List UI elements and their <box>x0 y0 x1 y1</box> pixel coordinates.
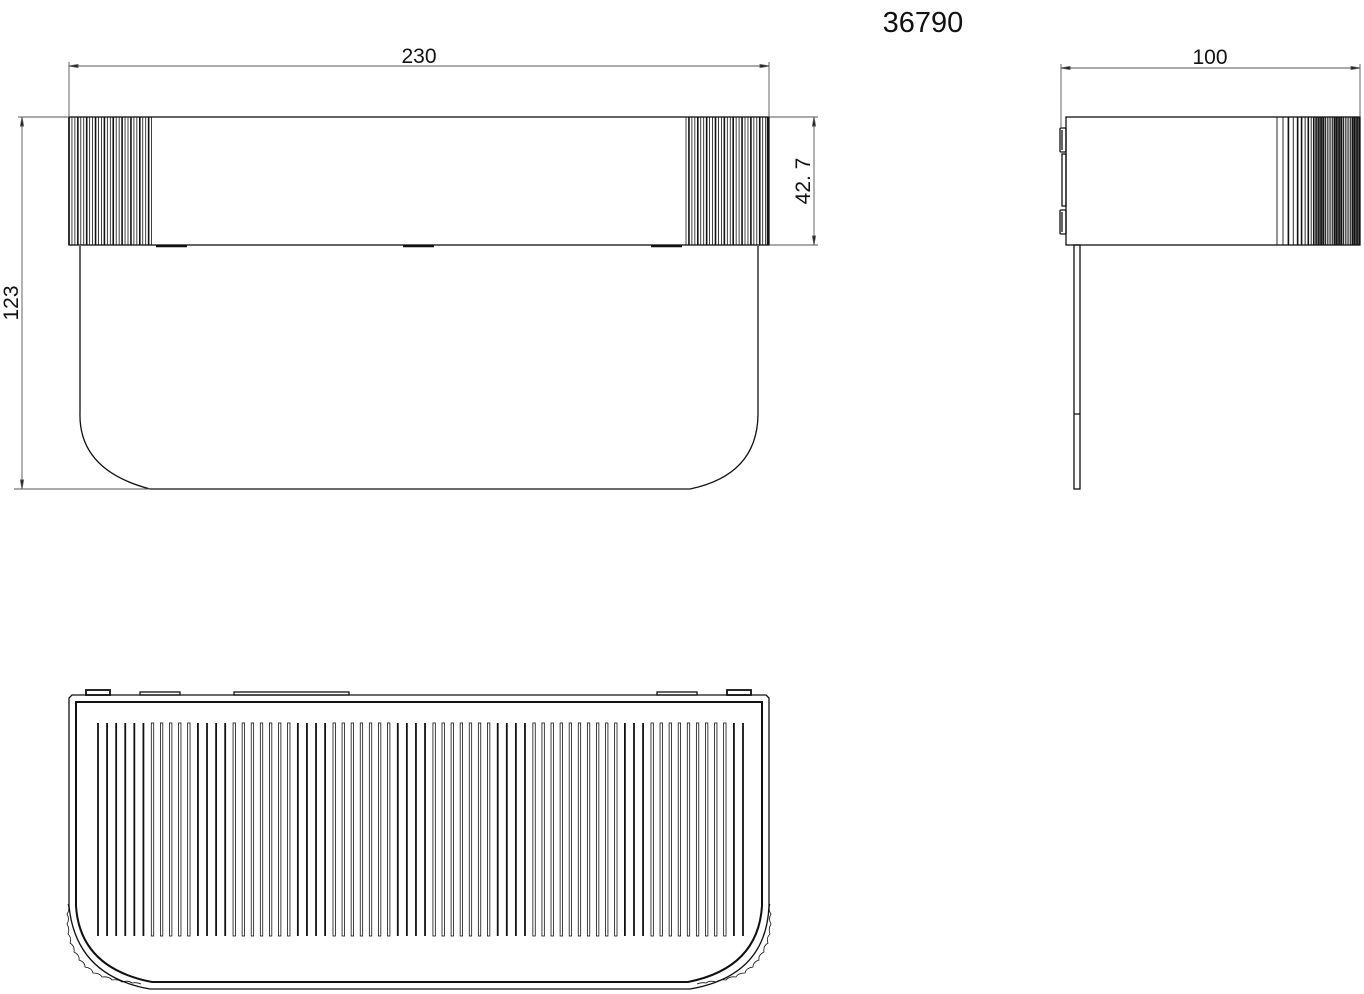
rib-outline <box>159 722 164 937</box>
front-left-ribbed-end <box>68 117 153 245</box>
rib-outline <box>586 722 591 937</box>
rib-outline <box>650 722 654 937</box>
rib-outline <box>387 722 391 937</box>
rib-outline <box>668 722 672 937</box>
side-bracket-mid <box>1061 153 1067 207</box>
side-bracket-bottom <box>1059 209 1067 235</box>
rib-outline <box>232 722 236 937</box>
side-view <box>1059 116 1361 490</box>
rib-outline <box>468 722 473 937</box>
rib-outline <box>178 722 182 937</box>
rib-outline <box>686 722 691 937</box>
plan-tab-right-small <box>726 689 752 696</box>
rib-outline <box>341 722 345 937</box>
plan-tab-left-small <box>85 689 111 696</box>
dim-height-total-label: 123 <box>0 285 23 320</box>
rib-outline <box>241 722 245 937</box>
rib-outline <box>350 722 354 937</box>
plan-drainage-ribs <box>97 722 744 937</box>
side-dimensions <box>1060 64 1361 128</box>
rib-outline <box>532 722 536 937</box>
rib-outline <box>459 722 463 937</box>
rib-outline <box>368 722 373 937</box>
rib-outline <box>705 722 709 937</box>
front-dimensions <box>14 62 818 490</box>
rib-outline <box>150 722 155 937</box>
rib-outline <box>568 722 572 937</box>
rib-outline <box>250 722 255 937</box>
rib-outline <box>187 722 191 937</box>
dim-depth-label: 100 <box>1192 46 1227 69</box>
dim-band-height-label: 42. 7 <box>792 158 815 205</box>
rib-outline <box>477 722 482 937</box>
rib-outline <box>714 722 718 937</box>
rib-outline <box>441 722 445 937</box>
plan-view <box>66 689 772 990</box>
front-back-plate <box>79 246 759 490</box>
rib-outline <box>659 722 663 937</box>
rib-outline <box>378 722 382 937</box>
rib-outline <box>677 722 682 937</box>
side-ribbed-end <box>1276 117 1361 245</box>
side-back-plate <box>1073 244 1081 490</box>
rib-outline <box>559 722 563 937</box>
plan-inner-rim <box>75 701 763 983</box>
front-right-ribbed-end <box>685 117 770 245</box>
rib-outline <box>278 722 282 937</box>
rib-outline <box>541 722 545 937</box>
rib-outline <box>596 722 600 937</box>
front-band-outline <box>68 116 770 246</box>
front-view <box>68 116 770 490</box>
rib-outline <box>332 722 336 937</box>
rib-outline <box>359 722 364 937</box>
part-number: 36790 <box>883 7 964 39</box>
rib-outline <box>614 722 618 937</box>
rib-outline <box>487 722 491 937</box>
rib-outline <box>259 722 264 937</box>
rib-outline <box>287 722 291 937</box>
side-bracket-top <box>1059 127 1067 153</box>
rib-outline <box>695 722 700 937</box>
plan-outer-shell <box>68 694 770 990</box>
rib-outline <box>605 722 609 937</box>
dim-width-label: 230 <box>401 45 436 68</box>
plan-knurl-right <box>696 903 772 985</box>
plan-knurl-left <box>66 903 142 985</box>
rib-outline <box>723 722 727 937</box>
rib-outline <box>450 722 454 937</box>
rib-outline <box>550 722 554 937</box>
rib-outline <box>577 722 582 937</box>
rib-outline <box>169 722 173 937</box>
rib-outline <box>432 722 436 937</box>
rib-outline <box>269 722 273 937</box>
